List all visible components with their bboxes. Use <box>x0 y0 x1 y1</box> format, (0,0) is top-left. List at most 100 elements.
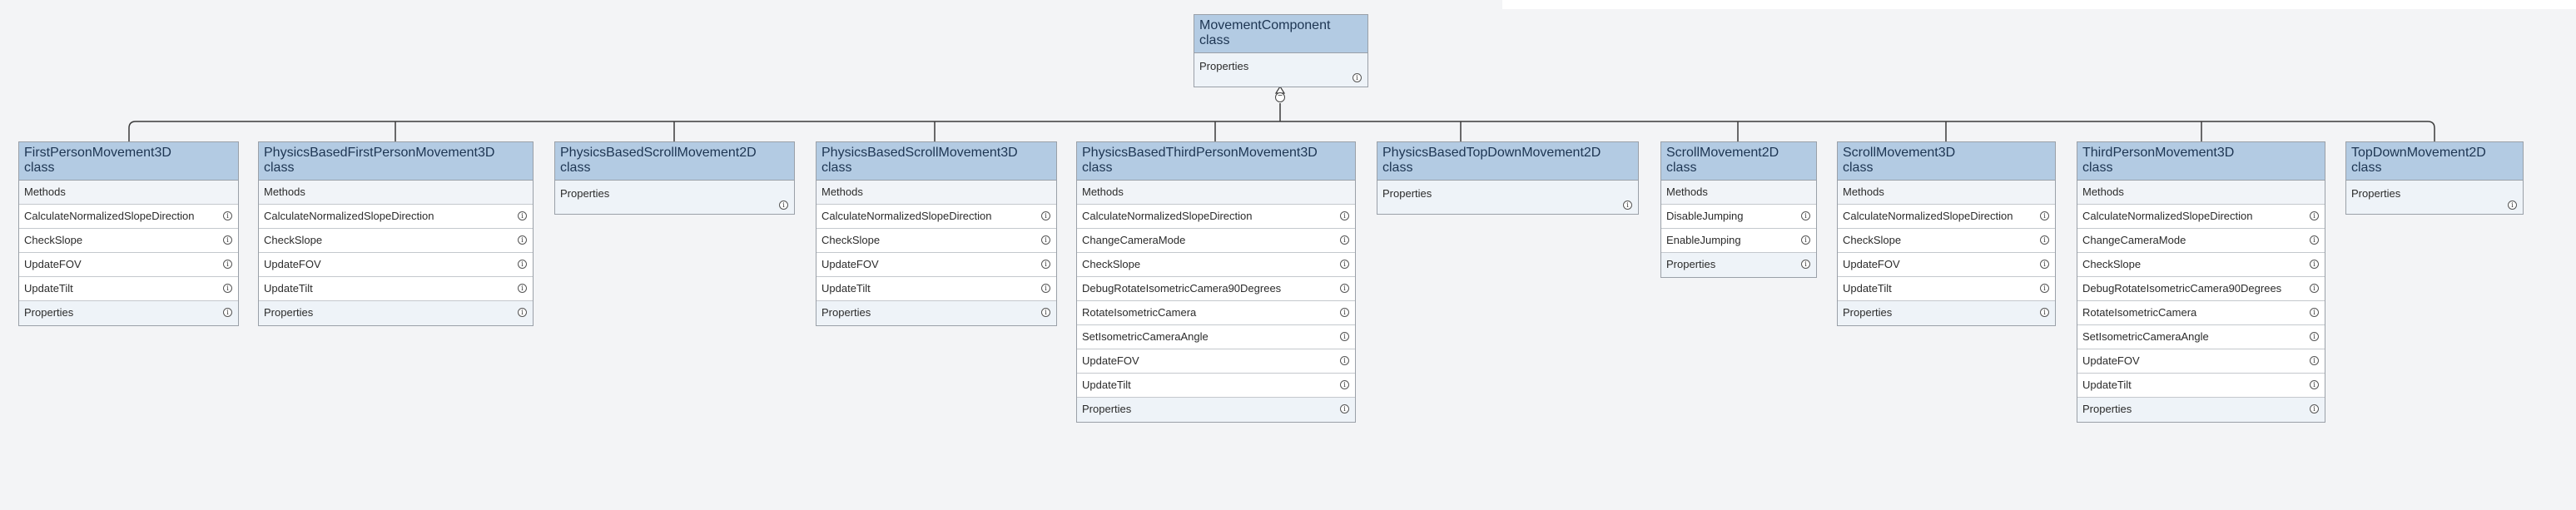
info-icon[interactable]: i <box>1340 380 1349 389</box>
info-icon[interactable]: i <box>1340 404 1349 413</box>
info-icon[interactable]: i <box>1353 73 1362 82</box>
info-icon[interactable]: i <box>2310 380 2319 389</box>
info-icon[interactable]: i <box>518 235 527 245</box>
info-icon[interactable]: i <box>2310 235 2319 245</box>
info-icon[interactable]: i <box>223 308 232 317</box>
info-icon[interactable]: i <box>1340 211 1349 220</box>
info-icon[interactable]: i <box>1340 308 1349 317</box>
info-icon[interactable]: i <box>2040 284 2049 293</box>
info-icon[interactable]: i <box>1041 308 1050 317</box>
info-icon[interactable]: i <box>1041 211 1050 220</box>
info-icon[interactable]: i <box>1340 260 1349 269</box>
info-icon[interactable]: i <box>2040 211 2049 220</box>
info-icon[interactable]: i <box>2508 201 2517 210</box>
info-icon[interactable]: i <box>1340 284 1349 293</box>
info-icon[interactable]: i <box>2310 284 2319 293</box>
info-icon[interactable]: i <box>223 235 232 245</box>
info-icon[interactable]: i <box>518 260 527 269</box>
info-icon[interactable]: i <box>1623 201 1632 210</box>
info-icon[interactable]: i <box>223 284 232 293</box>
properties-row[interactable]: Properties i <box>1194 53 1367 87</box>
class-box-movementcomponent[interactable]: MovementComponent class Properties i <box>1194 14 1368 87</box>
info-icon[interactable]: i <box>1340 235 1349 245</box>
info-icon[interactable]: i <box>1801 260 1810 269</box>
info-icon[interactable]: i <box>1041 260 1050 269</box>
info-icon[interactable]: i <box>2310 332 2319 341</box>
info-icon[interactable]: i <box>1041 235 1050 245</box>
info-icon[interactable]: i <box>1041 284 1050 293</box>
info-icon[interactable]: i <box>1801 211 1810 220</box>
info-icon[interactable]: i <box>2310 211 2319 220</box>
info-icon[interactable]: i <box>779 201 788 210</box>
info-icon[interactable]: i <box>1340 356 1349 365</box>
info-icon[interactable]: i <box>518 308 527 317</box>
collapse-icon[interactable]: − <box>1275 92 1285 102</box>
info-icon[interactable]: i <box>1801 235 1810 245</box>
info-icon[interactable]: i <box>223 211 232 220</box>
info-icon[interactable]: i <box>518 211 527 220</box>
info-icon[interactable]: i <box>2310 308 2319 317</box>
info-icon[interactable]: i <box>518 284 527 293</box>
info-icon[interactable]: i <box>1340 332 1349 341</box>
info-icon[interactable]: i <box>2040 308 2049 317</box>
info-icon[interactable]: i <box>2040 235 2049 245</box>
info-icon[interactable]: i <box>223 260 232 269</box>
info-icon[interactable]: i <box>2310 356 2319 365</box>
info-icon[interactable]: i <box>2310 260 2319 269</box>
info-icon[interactable]: i <box>2310 404 2319 413</box>
info-icon[interactable]: i <box>2040 260 2049 269</box>
